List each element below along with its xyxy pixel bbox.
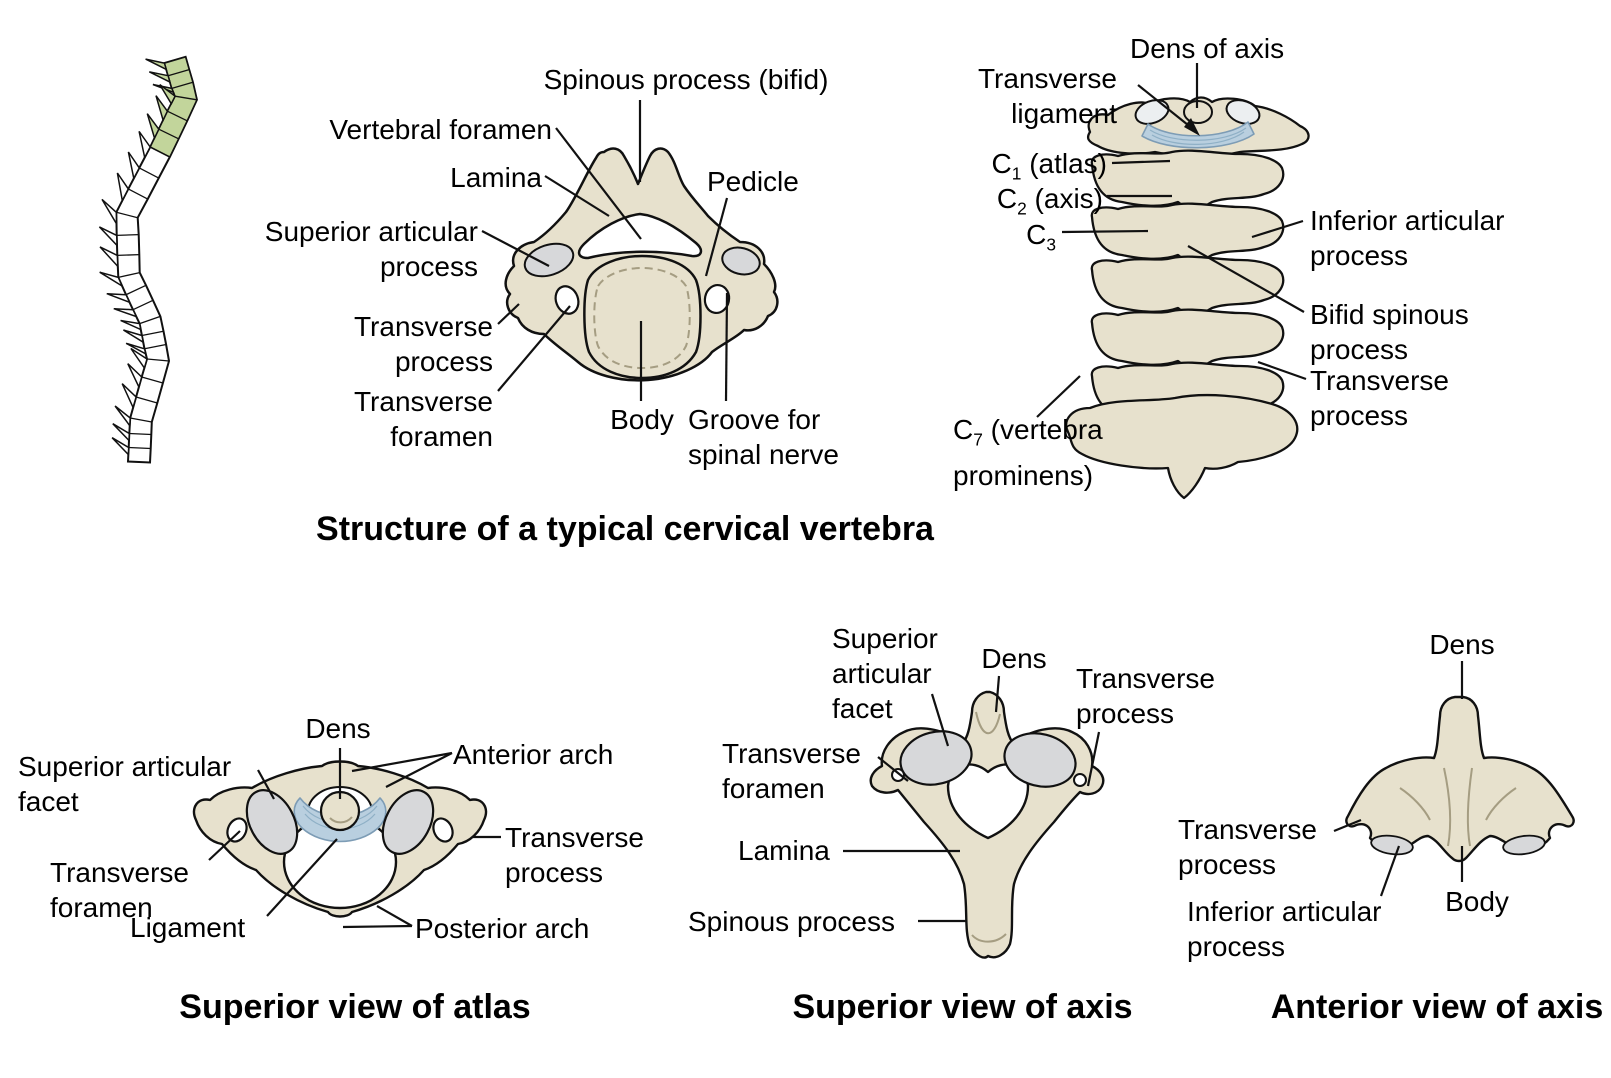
label-transverse-process-typical: Transverse process bbox=[353, 311, 493, 377]
c3-subscript: 3 bbox=[1046, 234, 1056, 255]
c1-subscript: 1 bbox=[1011, 163, 1022, 184]
label-transverse-ligament: Transverse ligament bbox=[977, 63, 1117, 129]
atlas-facet-right bbox=[1225, 99, 1261, 125]
label-body-typical: Body bbox=[610, 404, 674, 435]
c3-base: C bbox=[1026, 219, 1047, 250]
label-spinous-process-axis: Spinous process bbox=[688, 906, 896, 937]
label-transverse-foramen-axis: Transverse foramen bbox=[722, 738, 862, 804]
c7-vertebra-shape bbox=[1065, 393, 1299, 500]
label-dens-atlas: Dens bbox=[305, 713, 371, 744]
typical-cervical-vertebra-illustration bbox=[504, 147, 779, 382]
c5-vertebra-shape bbox=[1090, 308, 1285, 369]
atlas-transverse-foramen-left bbox=[226, 817, 248, 843]
c1-base: C bbox=[991, 148, 1012, 179]
caption-superior-view-of-atlas: Superior view of atlas bbox=[179, 988, 531, 1026]
superior-articular-facet-left bbox=[523, 242, 575, 278]
axis-anterior-illustration bbox=[1345, 695, 1575, 863]
c7-subscript: 7 bbox=[973, 429, 983, 450]
c7-rest: (vertebra prominens) bbox=[953, 414, 1103, 491]
axis-facet-right bbox=[1003, 732, 1077, 788]
c7-base: C bbox=[953, 414, 974, 445]
axis-transverse-foramen-right bbox=[1073, 773, 1087, 787]
transverse-foramen-left bbox=[554, 285, 580, 315]
label-vertebral-foramen: Vertebral foramen bbox=[329, 114, 552, 145]
label-ligament-atlas: Ligament bbox=[130, 912, 246, 943]
label-superior-articular-facet-atlas: Superior articular facet bbox=[18, 751, 232, 817]
vertebral-body-shape bbox=[583, 254, 702, 380]
caption-anterior-view-of-axis: Anterior view of axis bbox=[1270, 988, 1604, 1026]
label-transverse-foramen-atlas: Transverse foramen bbox=[50, 857, 190, 923]
label-transverse-process-atlas: Transverse process bbox=[505, 822, 645, 888]
label-transverse-process-column: Transverse process bbox=[1310, 365, 1450, 431]
label-transverse-foramen-typical: Transverse foramen bbox=[353, 386, 493, 452]
axis-facet-left bbox=[899, 730, 973, 786]
spine-silhouette-illustration bbox=[98, 55, 198, 464]
atlas-transverse-foramen-right bbox=[432, 817, 454, 843]
superior-articular-facet-right bbox=[721, 246, 761, 276]
axis-inferior-facet-right bbox=[1502, 834, 1546, 856]
transverse-foramen-right bbox=[703, 283, 731, 315]
label-c3: C3 bbox=[940, 217, 1056, 263]
ligament-streaks bbox=[1149, 127, 1247, 145]
label-inferior-articular-process-column: Inferior articular process bbox=[1310, 205, 1505, 271]
leader-lines bbox=[208, 63, 1464, 929]
c2-base: C bbox=[996, 183, 1018, 214]
body-inner-contour bbox=[593, 267, 691, 369]
axis-anterior-shape bbox=[1345, 695, 1575, 863]
label-c1-atlas: C1 (atlas) bbox=[940, 146, 1107, 192]
label-c7-vertebra-prominens: C7 (vertebra prominens) bbox=[953, 412, 1125, 493]
label-groove-for-spinal-nerve: Groove for spinal nerve bbox=[688, 404, 839, 470]
dens-shade bbox=[329, 816, 353, 824]
axis-dens-contour bbox=[971, 711, 1007, 943]
label-dens-of-axis: Dens of axis bbox=[1130, 33, 1285, 64]
axis-superior-illustration bbox=[869, 690, 1105, 959]
label-body-axis-anterior: Body bbox=[1445, 886, 1509, 917]
label-inferior-articular-process-axis: Inferior articular process bbox=[1187, 896, 1382, 962]
label-lamina: Lamina bbox=[450, 162, 542, 193]
atlas-facet-right-gray bbox=[381, 789, 435, 855]
label-transverse-process-axis-superior: Transverse process bbox=[1076, 663, 1216, 729]
label-dens-axis-superior: Dens bbox=[981, 643, 1047, 674]
label-superior-articular-process: Superior articular process bbox=[264, 216, 478, 282]
label-pedicle: Pedicle bbox=[707, 166, 799, 197]
label-transverse-process-axis-anterior: Transverse process bbox=[1178, 814, 1318, 880]
c2-subscript: 2 bbox=[1017, 198, 1027, 219]
cervical-column-illustration bbox=[1065, 96, 1310, 500]
c2-rest: (axis) bbox=[1026, 183, 1103, 214]
label-c2-axis: C2 (axis) bbox=[940, 181, 1103, 227]
label-posterior-arch: Posterior arch bbox=[415, 913, 590, 944]
caption-superior-view-of-axis: Superior view of axis bbox=[792, 988, 1133, 1026]
label-bifid-spinous-process: Bifid spinous process bbox=[1310, 299, 1469, 365]
axis-body-contours bbox=[1399, 767, 1517, 847]
atlas-facet-left bbox=[1134, 99, 1170, 125]
axis-inferior-facet-left bbox=[1370, 834, 1414, 856]
c1-rest: (atlas) bbox=[1021, 148, 1107, 179]
ligament-arrowhead bbox=[1184, 118, 1200, 136]
atlas-facet-left-gray bbox=[245, 789, 299, 855]
label-superior-articular-facet-axis: Superior articular facet bbox=[832, 623, 938, 724]
c2-vertebra-shape bbox=[1090, 149, 1285, 210]
label-lamina-axis: Lamina bbox=[738, 835, 830, 866]
c4-vertebra-shape bbox=[1090, 255, 1285, 316]
label-dens-axis-anterior: Dens bbox=[1429, 629, 1495, 660]
figure-title: Structure of a typical cervical vertebra bbox=[316, 510, 934, 548]
label-spinous-process-bifid: Spinous process (bifid) bbox=[543, 64, 829, 95]
label-anterior-arch: Anterior arch bbox=[453, 739, 614, 770]
atlas-superior-illustration bbox=[192, 760, 488, 918]
